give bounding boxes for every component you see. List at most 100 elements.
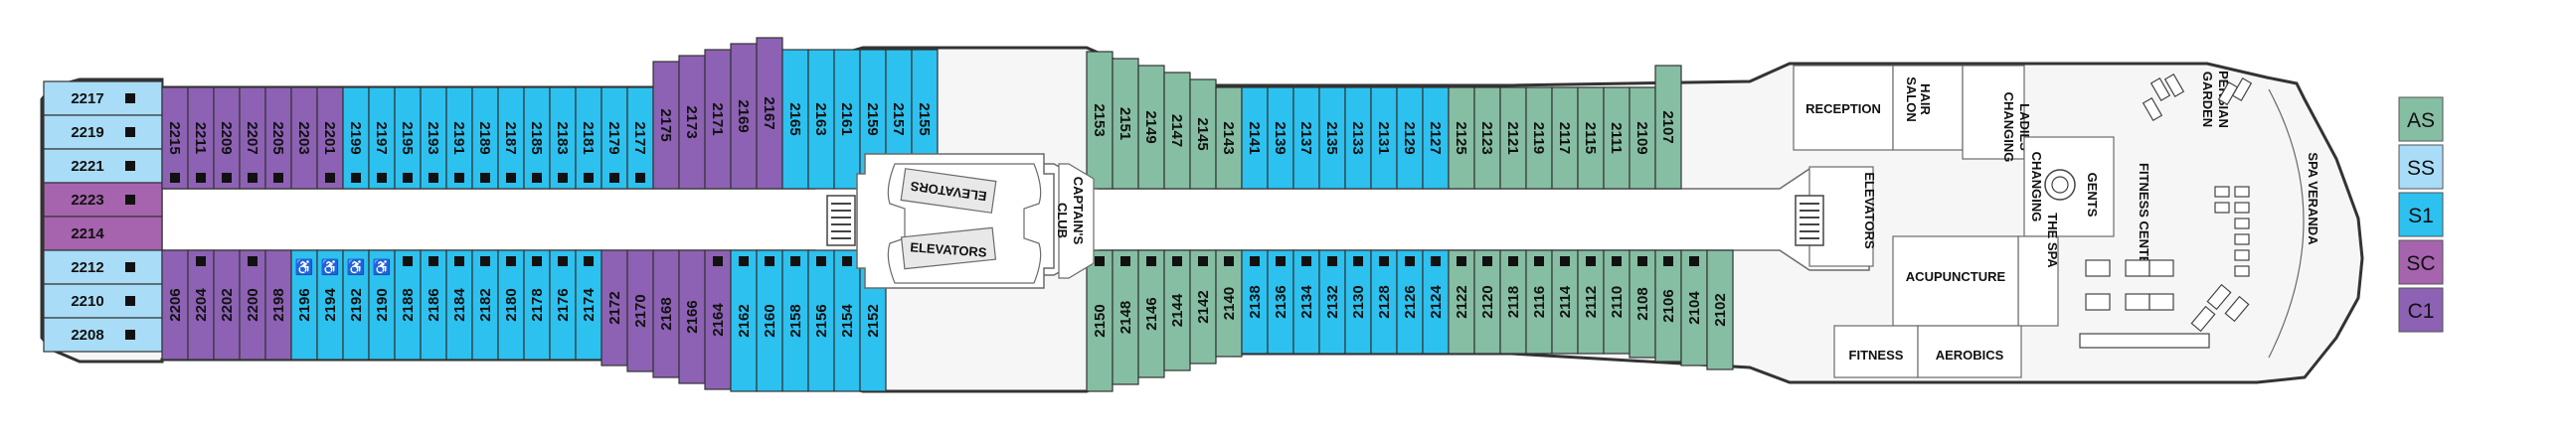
cabin-2186[interactable]: 2186	[420, 249, 447, 361]
cabin-2161[interactable]: 2161	[833, 49, 861, 190]
cabin-2179[interactable]: 2179	[601, 86, 628, 190]
cabin-2149[interactable]: 2149	[1137, 65, 1165, 190]
cabin-2153[interactable]: 2153	[1086, 51, 1114, 190]
cabin-2158[interactable]: 2158	[781, 249, 809, 392]
cabin-2207[interactable]: 2207	[239, 86, 266, 190]
cabin-2145[interactable]: 2145	[1189, 78, 1217, 190]
cabin-2102[interactable]: 2102	[1706, 249, 1734, 370]
cabin-2219[interactable]: 2219	[43, 114, 163, 150]
cabin-2205[interactable]: 2205	[264, 86, 292, 190]
cabin-2187[interactable]: 2187	[497, 86, 525, 190]
cabin-2154[interactable]: 2154	[833, 249, 861, 392]
cabin-2141[interactable]: 2141	[1241, 86, 1269, 190]
cabin-2182[interactable]: 2182	[471, 249, 499, 361]
cabin-2111[interactable]: 2111	[1603, 86, 1631, 190]
cabin-2126[interactable]: 2126	[1396, 249, 1424, 355]
cabin-2169[interactable]: 2169	[730, 43, 758, 190]
cabin-2150[interactable]: 2150	[1086, 249, 1114, 392]
cabin-2112[interactable]: 2112	[1577, 249, 1605, 355]
cabin-2172[interactable]: 2172	[601, 249, 628, 366]
cabin-2122[interactable]: 2122	[1448, 249, 1475, 355]
cabin-2181[interactable]: 2181	[575, 86, 602, 190]
cabin-2180[interactable]: 2180	[497, 249, 525, 361]
cabin-2199[interactable]: 2199	[342, 86, 370, 190]
cabin-2162[interactable]: 2162	[730, 249, 758, 392]
cabin-2127[interactable]: 2127	[1422, 86, 1450, 190]
cabin-2173[interactable]: 2173	[678, 55, 706, 190]
cabin-2138[interactable]: 2138	[1241, 249, 1269, 355]
cabin-2135[interactable]: 2135	[1318, 86, 1346, 190]
cabin-2120[interactable]: 2120	[1473, 249, 1501, 355]
cabin-2193[interactable]: 2193	[420, 86, 447, 190]
cabin-2209[interactable]: 2209	[213, 86, 241, 190]
cabin-2114[interactable]: 2114	[1551, 249, 1579, 355]
cabin-2148[interactable]: 2148	[1112, 249, 1139, 385]
cabin-2175[interactable]: 2175	[652, 61, 680, 190]
cabin-2128[interactable]: 2128	[1370, 249, 1398, 355]
cabin-2140[interactable]: 2140	[1215, 249, 1243, 358]
cabin-2208[interactable]: 2208	[43, 317, 163, 353]
cabin-2133[interactable]: 2133	[1344, 86, 1372, 190]
cabin-2130[interactable]: 2130	[1344, 249, 1372, 355]
cabin-2192[interactable]: 2192♿	[342, 249, 370, 361]
cabin-2212[interactable]: 2212	[43, 249, 163, 285]
cabin-2195[interactable]: 2195	[394, 86, 422, 190]
cabin-2125[interactable]: 2125	[1448, 86, 1475, 190]
cabin-2191[interactable]: 2191	[445, 86, 473, 190]
cabin-2163[interactable]: 2163	[807, 49, 835, 190]
cabin-2160[interactable]: 2160	[756, 249, 783, 392]
cabin-2196[interactable]: 2196♿	[290, 249, 318, 361]
cabin-2164[interactable]: 2164	[704, 249, 732, 390]
cabin-2203[interactable]: 2203	[290, 86, 318, 190]
cabin-2107[interactable]: 2107	[1654, 65, 1682, 190]
cabin-2144[interactable]: 2144	[1163, 249, 1191, 371]
cabin-2168[interactable]: 2168	[652, 249, 680, 378]
cabin-2124[interactable]: 2124	[1422, 249, 1450, 355]
cabin-2223[interactable]: 2223	[43, 182, 163, 218]
cabin-2166[interactable]: 2166	[678, 249, 706, 384]
cabin-2176[interactable]: 2176	[549, 249, 577, 361]
cabin-2109[interactable]: 2109	[1629, 86, 1656, 190]
cabin-2200[interactable]: 2200	[239, 249, 266, 361]
cabin-2204[interactable]: 2204	[187, 249, 215, 361]
cabin-2119[interactable]: 2119	[1525, 86, 1553, 190]
cabin-2143[interactable]: 2143	[1215, 86, 1243, 190]
cabin-2108[interactable]: 2108	[1629, 249, 1656, 359]
cabin-2110[interactable]: 2110	[1603, 249, 1631, 355]
cabin-2118[interactable]: 2118	[1499, 249, 1527, 355]
cabin-2185[interactable]: 2185	[523, 86, 551, 190]
cabin-2188[interactable]: 2188	[394, 249, 422, 361]
cabin-2206[interactable]: 2206	[161, 249, 189, 361]
cabin-2178[interactable]: 2178	[523, 249, 551, 361]
cabin-2197[interactable]: 2197	[368, 86, 396, 190]
cabin-2174[interactable]: 2174	[575, 249, 602, 361]
cabin-2198[interactable]: 2198	[264, 249, 292, 361]
cabin-2117[interactable]: 2117	[1551, 86, 1579, 190]
cabin-2146[interactable]: 2146	[1137, 249, 1165, 378]
cabin-2194[interactable]: 2194♿	[316, 249, 344, 361]
cabin-2115[interactable]: 2115	[1577, 86, 1605, 190]
cabin-2131[interactable]: 2131	[1370, 86, 1398, 190]
cabin-2156[interactable]: 2156	[807, 249, 835, 392]
cabin-2151[interactable]: 2151	[1112, 58, 1139, 190]
cabin-2214[interactable]: 2214	[43, 216, 163, 251]
cabin-2147[interactable]: 2147	[1163, 72, 1191, 190]
cabin-2183[interactable]: 2183	[549, 86, 577, 190]
cabin-2202[interactable]: 2202	[213, 249, 241, 361]
cabin-2170[interactable]: 2170	[626, 249, 654, 372]
cabin-2137[interactable]: 2137	[1292, 86, 1320, 190]
cabin-2184[interactable]: 2184	[445, 249, 473, 361]
cabin-2201[interactable]: 2201	[316, 86, 344, 190]
cabin-2116[interactable]: 2116	[1525, 249, 1553, 355]
cabin-2104[interactable]: 2104	[1680, 249, 1708, 366]
cabin-2167[interactable]: 2167	[756, 37, 783, 190]
cabin-2132[interactable]: 2132	[1318, 249, 1346, 355]
cabin-2139[interactable]: 2139	[1267, 86, 1294, 190]
cabin-2171[interactable]: 2171	[704, 49, 732, 190]
cabin-2221[interactable]: 2221	[43, 148, 163, 184]
cabin-2123[interactable]: 2123	[1473, 86, 1501, 190]
cabin-2217[interactable]: 2217	[43, 80, 163, 116]
cabin-2142[interactable]: 2142	[1189, 249, 1217, 365]
cabin-2106[interactable]: 2106	[1654, 249, 1682, 363]
cabin-2190[interactable]: 2190♿	[368, 249, 396, 361]
